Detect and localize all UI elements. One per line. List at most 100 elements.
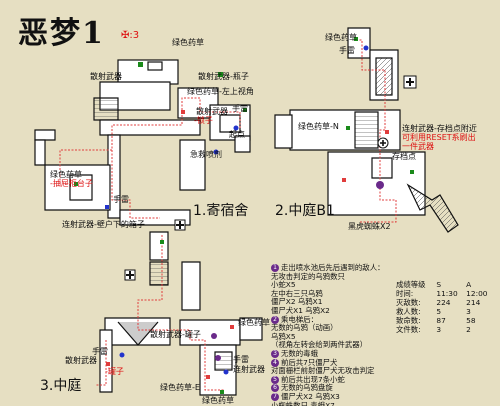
m3-mine-b: 手雷 <box>233 355 249 364</box>
map3-save-cross <box>124 269 136 281</box>
note-number-badge: 3 <box>271 349 279 358</box>
note-row: 小蛇X5 <box>271 280 384 290</box>
note-number-badge: 4 <box>271 358 279 367</box>
m1-green-herb-left: 绿色药草 <box>50 170 82 179</box>
map1-save-cross <box>174 219 186 231</box>
rating-row: 致命数: 87 58 <box>395 316 495 325</box>
area-dorm-label: 1.寄宿舍 <box>193 203 249 219</box>
m1-save-point: 起点 <box>229 130 245 139</box>
rating-cell: A <box>466 280 472 289</box>
m2-green-herb: 绿色药草 <box>325 33 357 42</box>
note-row: 无数的乌鸦（动画） <box>271 323 384 333</box>
rating-cell: 12:00 <box>466 289 488 298</box>
m1-mine: 手雷 <box>232 104 248 113</box>
rating-cell: 灭敌数: <box>396 298 421 307</box>
note-text: 无攻击判定的乌鸦数只 <box>271 271 345 281</box>
rating-row: 文件数: 3 2 <box>395 325 495 334</box>
note-text: （视角左转会给到两件武器） <box>271 340 368 350</box>
m2-save-point: 存档点 <box>392 152 416 161</box>
m3-scatter-weapon-box: 散射武器-罐子 <box>150 330 201 339</box>
m1-scatter-weapon-box: 散射武器 <box>196 107 228 116</box>
note-number-badge: 2 <box>271 315 279 324</box>
note-text: 小蛇X5 <box>271 280 296 290</box>
note-row: 左中右三只乌鸦 <box>271 288 384 299</box>
m1-scatter-weapon-flask: 散射武器-瓶子 <box>198 72 249 81</box>
m1-emergency-spray: 急救喷剂 <box>190 150 222 159</box>
rating-cell: 成绩等级 <box>396 280 426 289</box>
m1-green-herb-top: 绿色药草 <box>172 38 204 47</box>
note-row: 小蜘蛛数只 毒蛾X7 <box>271 401 384 406</box>
rating-cell: 224 <box>436 298 451 307</box>
note-text: 前后共出现7条小蛇 <box>281 374 345 384</box>
rating-cell: S <box>436 280 442 289</box>
map-title: 恶梦1 <box>18 16 105 51</box>
note-text: 前后共7只僵尸犬 <box>281 357 338 367</box>
m1-mine-bottom: 手雷 <box>113 195 129 204</box>
m2-link-weapon3: 一件武器 <box>402 142 434 151</box>
rating-cell: 87 <box>436 316 446 325</box>
note-text: 乘电梯后： <box>281 314 318 324</box>
m2-link-weapon2: 可利用RESET系刷出 <box>402 133 476 142</box>
area-courtyard-b1-label: 2.中庭B1 <box>275 203 335 219</box>
note-text: 对面栅栏前射僵尸犬无攻击判定 <box>271 366 375 376</box>
m1-scatter-weapon-box2: -锁子 <box>194 116 213 125</box>
rating-cell: 致命数: <box>396 316 421 325</box>
note-text: 左中右三只乌鸦 <box>271 288 323 298</box>
m2-mine: 手雷 <box>339 46 355 55</box>
rating-cell: 救人数: <box>396 307 421 316</box>
note-row: （视角左转会给到两件武器） <box>271 341 384 350</box>
note-row: 僵尸X2 乌鸦X1 <box>271 298 384 307</box>
difficulty-mark: ✠:3 <box>121 30 140 41</box>
rating-cell: 2 <box>466 325 471 334</box>
rating-cell: 3 <box>436 325 442 334</box>
note-text: 走出喷水池后先后遇到的敌人： <box>281 263 385 272</box>
rating-cell: 58 <box>466 316 476 325</box>
rating-cell: 3 <box>466 307 471 316</box>
map2-items <box>342 37 414 189</box>
map3-plan <box>99 231 263 396</box>
note-row: 僵尸犬X1 乌鸦X2 <box>271 306 384 316</box>
map2-route <box>356 39 397 223</box>
note-number-badge: 1 <box>271 264 279 272</box>
m1-link-weapon: 连射武器-壁户下的箱子 <box>62 220 145 229</box>
note-number-badge: 6 <box>271 384 279 393</box>
m1-green-herb-left2: -抽屉柜台子 <box>50 179 93 188</box>
note-text: 僵尸犬X2 乌鸦X3 <box>281 391 340 401</box>
note-number-badge: 7 <box>271 392 279 401</box>
note-text: 僵尸X2 乌鸦X1 <box>271 297 323 307</box>
m1-scatter-weapon: 散射武器 <box>90 72 122 81</box>
map2-plan <box>274 27 459 233</box>
rating-cell: 时间: <box>396 289 414 298</box>
note-text: 无数的乌鸦（动画） <box>271 323 338 333</box>
rating-cell: 文件数: <box>396 325 421 334</box>
m2-link-weapon: 连射武器-存档点附近 <box>402 124 477 133</box>
m2-green-herb-n: 绿色药草-N <box>298 122 339 131</box>
map1-items <box>74 62 247 209</box>
m2-black-spider: 黑虎蜘蛛X2 <box>348 222 391 231</box>
m3-link-weapon: 连射武器 <box>233 365 265 374</box>
note-text: 无数的毒蛾 <box>281 348 318 358</box>
note-row: 对面栅栏前射僵尸犬无攻击判定 <box>271 366 384 376</box>
m1-green-herb-view: 绿色药草-左上视角 <box>187 87 254 96</box>
map1-route <box>59 97 241 219</box>
note-row: 乌鸦X5 <box>271 332 384 342</box>
note-number-badge: 5 <box>271 375 279 384</box>
m3-green-herb-c: 绿色药草 <box>202 396 234 405</box>
m3-green-herb-e: 绿色药草-E <box>160 383 200 392</box>
m3-scatter-weapon: 散射武器 <box>65 356 97 365</box>
map3-items <box>106 240 234 394</box>
note-row: 无攻击判定的乌鸦数只 <box>271 271 384 282</box>
map2-save-cross-top <box>403 75 417 89</box>
